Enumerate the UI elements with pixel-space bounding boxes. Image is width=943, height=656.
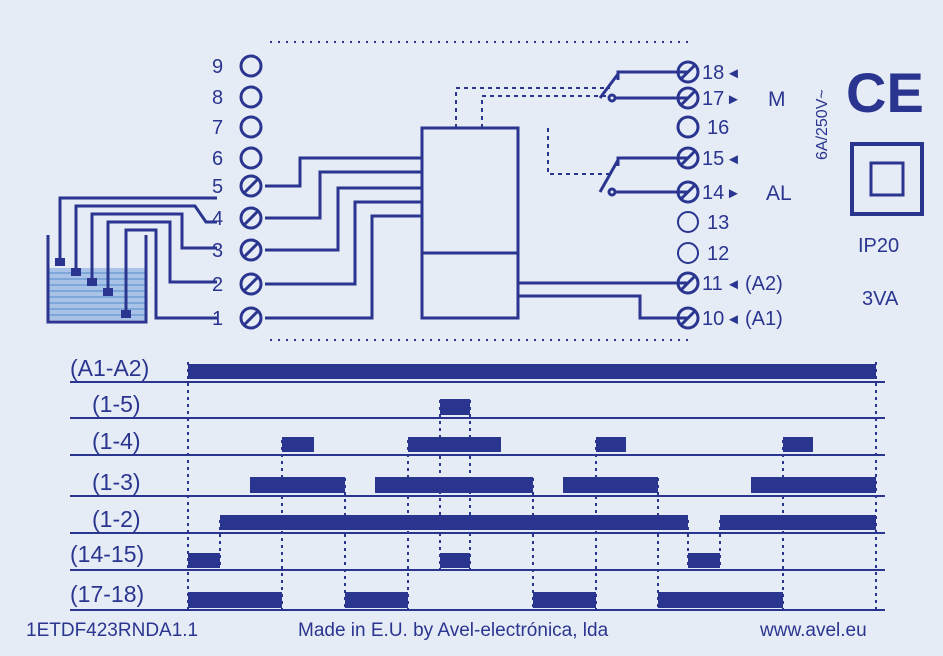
terminal-2: 2 — [212, 272, 263, 296]
timing-signal-1-3 — [250, 477, 876, 493]
terminal-14: 14 ► AL — [676, 180, 792, 205]
terminal-17: 17 ► M — [676, 86, 786, 111]
terminal-12: 12 — [677, 242, 729, 265]
terminal-17-arrow: ► — [726, 91, 741, 108]
sensor-wires — [265, 156, 422, 320]
terminal-17-function-label: M — [768, 88, 786, 111]
terminal-11-function-label: (A2) — [745, 273, 783, 295]
power-consumption-label: 3VA — [862, 288, 899, 310]
terminal-3: 3 — [212, 238, 263, 262]
terminal-11-number: 11 — [702, 273, 723, 295]
timing-signal-1-5 — [440, 399, 470, 415]
manufacturer-note: Made in E.U. by Avel-electrónica, lda — [298, 620, 609, 641]
relay-contact-m — [598, 70, 688, 103]
terminal-10-arrow: ◄ — [726, 311, 741, 328]
timing-row-label-1-2: (1-2) — [92, 506, 141, 532]
right-terminals: 18 ◄ 17 ► M 16 15 ◄ 14 ► AL — [676, 60, 792, 330]
timing-row-label-14-15: (14-15) — [70, 541, 144, 567]
supply-wires — [518, 281, 688, 320]
terminal-9-label: 9 — [212, 56, 223, 78]
terminal-13-number: 13 — [707, 212, 729, 234]
ip-rating-label: IP20 — [858, 235, 899, 257]
left-terminals: 9 8 7 6 5 4 3 2 — [212, 54, 263, 330]
ce-mark: CE — [846, 61, 924, 124]
terminal-12-number: 12 — [707, 243, 729, 265]
terminal-14-function-label: AL — [766, 182, 792, 205]
timing-row-label-1-5: (1-5) — [92, 391, 141, 417]
terminal-3-label: 3 — [212, 240, 223, 262]
terminal-10-function-label: (A1) — [745, 308, 783, 330]
timing-baselines — [70, 381, 885, 611]
terminal-7: 7 — [212, 115, 263, 139]
terminal-1-label: 1 — [212, 308, 223, 330]
timing-row-label-17-18: (17-18) — [70, 581, 144, 607]
terminal-11-arrow: ◄ — [726, 276, 741, 293]
terminal-5: 5 — [212, 174, 263, 198]
terminal-16: 16 — [676, 115, 729, 139]
probe-wires — [58, 196, 217, 320]
ip-rating-box-icon — [850, 142, 924, 216]
timing-signal-a1-a2 — [188, 364, 876, 379]
terminal-18-number: 18 — [702, 62, 724, 84]
relay-coupling-dashes — [455, 87, 614, 175]
terminal-4-label: 4 — [212, 208, 223, 230]
terminal-13: 13 — [677, 211, 729, 234]
relay-contact-al — [598, 156, 688, 197]
terminal-1: 1 — [212, 306, 263, 330]
terminal-6: 6 — [212, 146, 263, 170]
terminal-4: 4 — [212, 206, 263, 230]
terminal-17-number: 17 — [702, 88, 724, 110]
terminal-14-number: 14 — [702, 182, 724, 204]
terminal-14-arrow: ► — [726, 185, 741, 202]
terminal-5-label: 5 — [212, 176, 223, 198]
timing-signal-17-18 — [188, 592, 783, 608]
terminal-18: 18 ◄ — [676, 60, 741, 84]
timing-row-label-a1-a2: (A1-A2) — [70, 355, 149, 381]
terminal-15-arrow: ◄ — [726, 151, 741, 168]
website-link: www.avel.eu — [760, 620, 867, 641]
timing-row-label-1-4: (1-4) — [92, 428, 141, 454]
terminal-6-label: 6 — [212, 148, 223, 170]
timing-row-label-1-3: (1-3) — [92, 469, 141, 495]
terminal-11: 11 ◄ (A2) — [676, 271, 783, 295]
contact-rating-label: 6A/250V~ — [814, 89, 831, 160]
terminal-9: 9 — [212, 54, 263, 78]
product-code: 1ETDF423RNDA1.1 — [26, 620, 199, 641]
timing-signal-1-2 — [220, 515, 876, 530]
timing-signal-14-15 — [188, 553, 720, 568]
terminal-7-label: 7 — [212, 117, 223, 139]
control-block — [420, 126, 520, 320]
timing-diagram: (A1-A2) (1-5) (1-4) (1-3) (1-2) (14-15) … — [70, 355, 885, 612]
terminal-16-number: 16 — [707, 117, 729, 139]
terminal-8-label: 8 — [212, 87, 223, 109]
terminal-15: 15 ◄ — [676, 146, 741, 170]
terminal-18-arrow: ◄ — [726, 65, 741, 82]
terminal-8: 8 — [212, 85, 263, 109]
terminal-10: 10 ◄ (A1) — [676, 306, 783, 330]
terminal-2-label: 2 — [212, 274, 223, 296]
timing-signal-1-4 — [282, 437, 813, 452]
terminal-15-number: 15 — [702, 148, 724, 170]
probe-tips — [55, 258, 131, 318]
terminal-10-number: 10 — [702, 308, 724, 330]
